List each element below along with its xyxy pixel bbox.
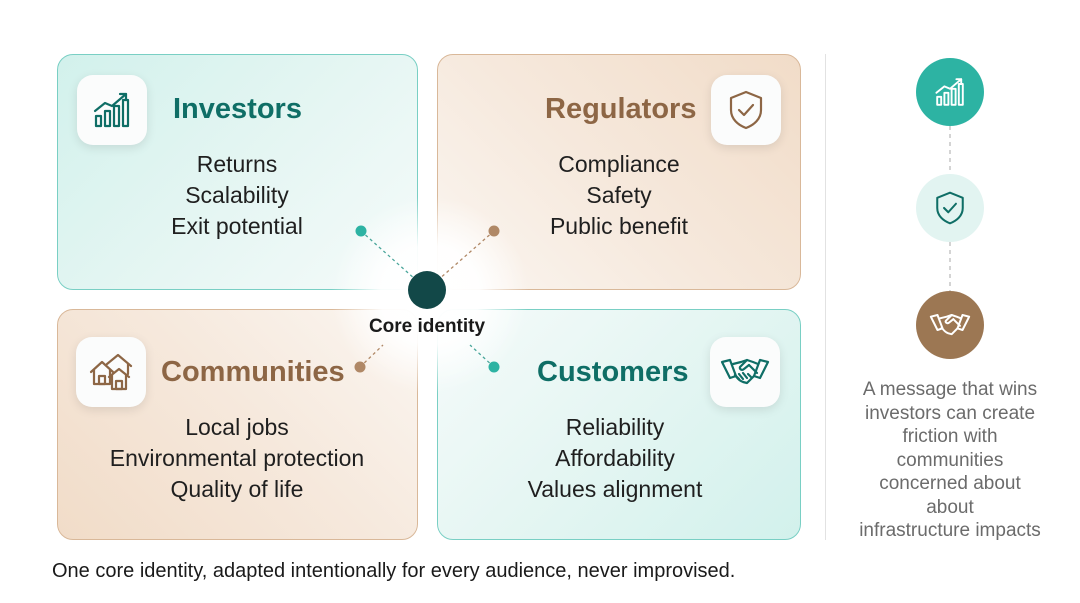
investors-title: Investors <box>173 93 302 125</box>
list-item: Compliance <box>558 151 680 177</box>
node-communities <box>354 361 366 373</box>
list-item: Scalability <box>185 182 289 208</box>
list-item: Environmental protection <box>109 445 365 471</box>
note-line: infrastructure impacts <box>859 520 1041 541</box>
connector-regulators <box>437 230 495 281</box>
note-line: friction with <box>902 426 998 447</box>
node-customers <box>488 361 500 373</box>
handshake-icon <box>916 291 984 359</box>
list-item: Reliability <box>565 414 665 440</box>
node-investors <box>355 225 367 237</box>
list-item: Returns <box>196 151 278 177</box>
connector-communities <box>359 344 384 368</box>
sidebar-note: A message that wins investors can create… <box>840 378 1060 543</box>
core-identity-label: Core identity <box>368 316 486 337</box>
list-item: Exit potential <box>171 213 303 239</box>
communities-title: Communities <box>161 356 345 388</box>
list-item: Values alignment <box>527 476 703 502</box>
growth-chart-icon <box>77 75 147 145</box>
regulators-list: Compliance Safety Public benefit <box>519 149 719 242</box>
list-item: Public benefit <box>549 213 689 239</box>
communities-list: Local jobs Environmental protection Qual… <box>87 412 387 505</box>
divider <box>825 54 826 540</box>
connector-investors <box>360 230 417 281</box>
core-dot <box>408 271 446 309</box>
customers-title: Customers <box>537 356 689 388</box>
note-line: A message that wins <box>862 379 1038 400</box>
houses-icon <box>76 337 146 407</box>
list-item: Local jobs <box>185 414 289 440</box>
regulators-title: Regulators <box>545 93 697 125</box>
growth-chart-icon <box>916 58 984 126</box>
note-line: concerned about <box>879 473 1021 494</box>
investors-list: Returns Scalability Exit potential <box>137 149 337 242</box>
handshake-icon <box>710 337 780 407</box>
customers-list: Reliability Affordability Values alignme… <box>505 412 725 505</box>
note-line: investors can create <box>864 402 1036 424</box>
list-item: Quality of life <box>170 476 304 502</box>
note-line: communities <box>896 449 1004 471</box>
caption: One core identity, adapted intentionally… <box>52 560 736 582</box>
shield-check-icon <box>916 174 984 242</box>
list-item: Safety <box>586 182 652 208</box>
note-line: about <box>926 496 974 518</box>
shield-check-icon <box>711 75 781 145</box>
node-regulators <box>488 225 500 237</box>
list-item: Affordability <box>555 445 675 471</box>
